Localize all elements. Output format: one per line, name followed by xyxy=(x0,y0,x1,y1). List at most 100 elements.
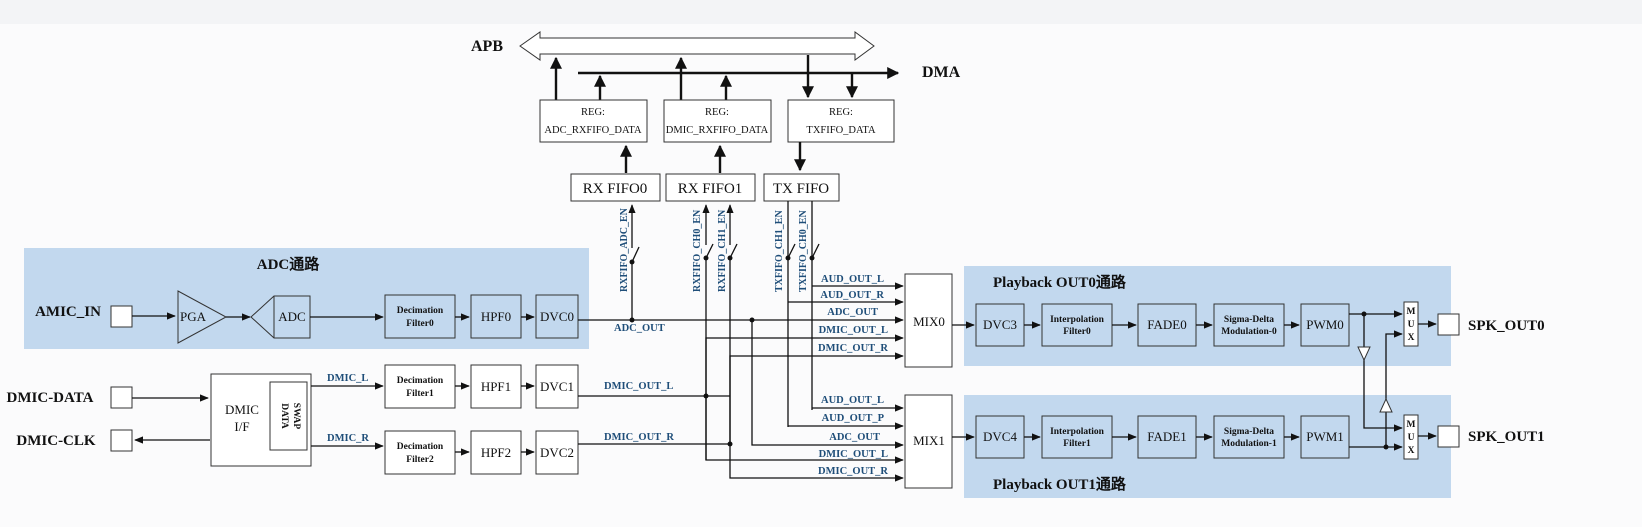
reg-adc-line1: REG: xyxy=(581,107,605,118)
pwm0-block: PWM0 xyxy=(1300,303,1350,347)
sigma-delta-modulation1: Sigma-Delta Modulation-1 xyxy=(1213,415,1285,459)
tx-ch0-switch xyxy=(811,243,820,259)
rx-ch0-switch-dot xyxy=(703,255,709,261)
hpf0-label: HPF0 xyxy=(481,309,511,324)
dvc0-block: DVC0 xyxy=(535,294,579,339)
mux0-u: U xyxy=(1408,320,1415,330)
sd1-line2: Modulation-1 xyxy=(1221,439,1277,449)
junction-adc-rx xyxy=(629,317,635,323)
reg-dmic-rxfifo: REG: DMIC_RXFIFO_DATA xyxy=(663,99,772,143)
hpf1-label: HPF1 xyxy=(481,379,511,394)
dec0-line1: Decimation xyxy=(397,306,444,316)
adc-out-label: ADC_OUT xyxy=(614,323,665,334)
sd0-line2: Modulation-0 xyxy=(1221,327,1277,337)
dvc4-label: DVC4 xyxy=(983,429,1017,444)
pwm1-label: PWM1 xyxy=(1306,429,1344,444)
hpf2-block: HPF2 xyxy=(470,430,522,475)
mix1-in-aud-out-p: AUD_OUT_P xyxy=(822,413,885,424)
top-strip xyxy=(0,0,1642,24)
rxfifo-ch0-en-label: RXFIFO_CH0_EN xyxy=(692,209,703,292)
apb-label: APB xyxy=(471,38,503,55)
decimation-filter0: Decimation Filter0 xyxy=(384,294,456,339)
data-swap-line1: DATA xyxy=(279,403,289,429)
mix0-in-dmic-out-l: DMIC_OUT_L xyxy=(819,325,888,336)
mux0-m: M xyxy=(1407,307,1416,317)
dvc2-block: DVC2 xyxy=(535,430,579,475)
spk-out0-label: SPK_OUT0 xyxy=(1468,318,1545,334)
mix0-in-aud-out-r: AUD_OUT_R xyxy=(820,290,884,301)
rx-fifo0-label: RX FIFO0 xyxy=(583,181,648,197)
sd0-line1: Sigma-Delta xyxy=(1224,315,1274,325)
dec1-line2: Filter1 xyxy=(406,389,434,399)
dmic-if-line1: DMIC xyxy=(225,402,259,417)
tx-fifo-label: TX FIFO xyxy=(773,181,829,197)
reg-tx-line1: REG: xyxy=(829,107,853,118)
dmic-l-label: DMIC_L xyxy=(327,373,368,384)
mix1-label: MIX1 xyxy=(913,433,945,448)
dmic-if-line2: I/F xyxy=(234,419,249,434)
data-swap-line2: SWAP xyxy=(291,403,301,430)
rxfifo-adc-en-label: RXFIFO_ADC_EN xyxy=(619,207,630,292)
reg-dmic-line1: REG: xyxy=(705,107,729,118)
rx-fifo1: RX FIFO1 xyxy=(665,173,756,202)
dma-label: DMA xyxy=(922,64,961,81)
wire-dmic-out-l-mix1 xyxy=(705,396,904,464)
mix0-label: MIX0 xyxy=(913,314,945,329)
rx-adc-switch-dot xyxy=(629,259,635,265)
dec1-line1: Decimation xyxy=(397,376,444,386)
dvc1-label: DVC1 xyxy=(540,379,574,394)
mix1-in-dmic-out-l: DMIC_OUT_L xyxy=(819,449,888,460)
mix0-in-adc-out: ADC_OUT xyxy=(827,307,878,318)
dmic-clk-label: DMIC-CLK xyxy=(16,433,95,449)
pwm1-block: PWM1 xyxy=(1300,415,1350,459)
buffer-down-triangle xyxy=(1357,346,1371,362)
wire-dmic-out-r-mix1 xyxy=(729,444,904,482)
dec2-line2: Filter2 xyxy=(406,455,434,465)
mix0-in-dmic-out-r: DMIC_OUT_R xyxy=(818,343,888,354)
amic-in-port xyxy=(110,305,133,328)
pwm0-label: PWM0 xyxy=(1306,317,1344,332)
interpolation-filter0: Interpolation Filter0 xyxy=(1041,303,1113,347)
dvc2-label: DVC2 xyxy=(540,445,574,460)
interp1-line2: Filter1 xyxy=(1063,439,1091,449)
mux1-m: M xyxy=(1407,420,1416,430)
apb-bus xyxy=(519,31,875,61)
spk-out0-port xyxy=(1437,313,1460,336)
mux0-block: M U X xyxy=(1403,301,1419,347)
adc-label: ADC xyxy=(278,309,305,324)
rx-fifo1-label: RX FIFO1 xyxy=(678,181,743,197)
reg-adc-rxfifo: REG: ADC_RXFIFO_DATA xyxy=(539,99,648,143)
spk-out1-label: SPK_OUT1 xyxy=(1468,429,1545,445)
mix1-in-dmic-out-r: DMIC_OUT_R xyxy=(818,466,888,477)
dvc3-label: DVC3 xyxy=(983,317,1017,332)
reg-adc-line2: ADC_RXFIFO_DATA xyxy=(544,125,642,136)
decimation-filter1: Decimation Filter1 xyxy=(384,364,456,409)
hpf2-label: HPF2 xyxy=(481,445,511,460)
wire-dmic-out-r-mix0 xyxy=(729,352,904,444)
sigma-delta-modulation0: Sigma-Delta Modulation-0 xyxy=(1213,303,1285,347)
mix1-in-aud-out-l: AUD_OUT_L xyxy=(821,395,884,406)
interp0-line1: Interpolation xyxy=(1050,315,1105,325)
reg-tx-line2: TXFIFO_DATA xyxy=(806,125,876,136)
sd1-line1: Sigma-Delta xyxy=(1224,427,1274,437)
dvc0-label: DVC0 xyxy=(540,309,574,324)
fade1-block: FADE1 xyxy=(1137,415,1197,459)
tx-fifo: TX FIFO xyxy=(763,173,840,202)
fade1-label: FADE1 xyxy=(1147,429,1186,444)
wire-adc-out-mix1 xyxy=(751,320,904,449)
hpf1-block: HPF1 xyxy=(470,364,522,409)
dvc3-block: DVC3 xyxy=(975,303,1025,347)
reg-txfifo: REG: TXFIFO_DATA xyxy=(787,99,895,143)
rx-ch0-switch xyxy=(705,243,714,259)
dmic-out-r-label: DMIC_OUT_R xyxy=(604,432,674,443)
buffer-up-triangle xyxy=(1379,397,1393,413)
hpf0-block: HPF0 xyxy=(470,294,522,339)
dmic-r-label: DMIC_R xyxy=(327,433,369,444)
rxfifo-ch1-en-label: RXFIFO_CH1_EN xyxy=(717,209,728,292)
dmic-out-l-label: DMIC_OUT_L xyxy=(604,381,673,392)
playback-out0-title: Playback OUT0通路 xyxy=(993,273,1127,291)
mix0-in-aud-out-l: AUD_OUT_L xyxy=(821,274,884,285)
spk-out1-port xyxy=(1437,425,1460,448)
txfifo-ch1-en-label: TXFIFO_CH1_EN xyxy=(774,210,785,292)
rx-ch1-switch-dot xyxy=(727,255,733,261)
